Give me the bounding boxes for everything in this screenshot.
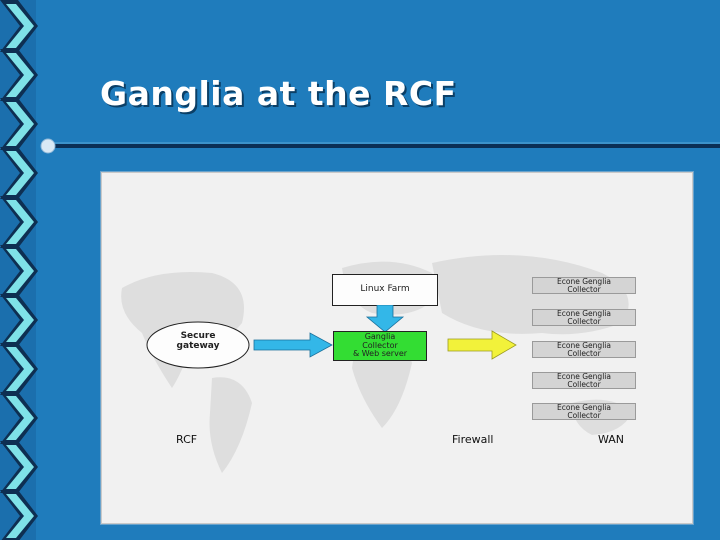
secure-gateway-node bbox=[146, 321, 250, 369]
chevron-7 bbox=[0, 294, 38, 346]
collector-to-wan-arrow bbox=[447, 330, 517, 360]
zone-label-wan: WAN bbox=[598, 433, 625, 446]
linux-farm-node: Linux Farm bbox=[332, 274, 438, 306]
chevron-2 bbox=[0, 49, 38, 101]
chevron-9 bbox=[0, 392, 38, 444]
chevron-8 bbox=[0, 343, 38, 395]
slide-title: Ganglia at the RCF bbox=[100, 74, 457, 113]
chevron-6 bbox=[0, 245, 38, 297]
chevron-4 bbox=[0, 147, 38, 199]
zone-label-rcf: RCF bbox=[176, 433, 198, 446]
chevron-10 bbox=[0, 441, 38, 493]
chevron-5 bbox=[0, 196, 38, 248]
linux-farm-label: Linux Farm bbox=[360, 284, 410, 295]
collector-label-1: Ganglia bbox=[364, 332, 396, 342]
chevron-border bbox=[0, 0, 38, 540]
down-arrow bbox=[365, 305, 405, 333]
diagram-panel: Linux Farm Secure gateway Ganglia Collec… bbox=[101, 172, 693, 524]
secure-gateway-label-2: gateway bbox=[176, 341, 220, 351]
gateway-to-collector-arrow bbox=[253, 332, 333, 358]
chevron-11 bbox=[0, 490, 38, 540]
rule-bullet bbox=[40, 138, 56, 154]
chevron-3 bbox=[0, 98, 38, 150]
collector-label-2: Collector bbox=[362, 340, 398, 350]
zone-label-firewall: Firewall bbox=[452, 433, 494, 446]
secure-gateway-label-1: Secure bbox=[180, 331, 216, 341]
chevron-1 bbox=[0, 0, 38, 52]
ganglia-collector-node: Ganglia Collector & Web server bbox=[333, 331, 427, 361]
collector-label-3: & Web server bbox=[352, 349, 408, 359]
